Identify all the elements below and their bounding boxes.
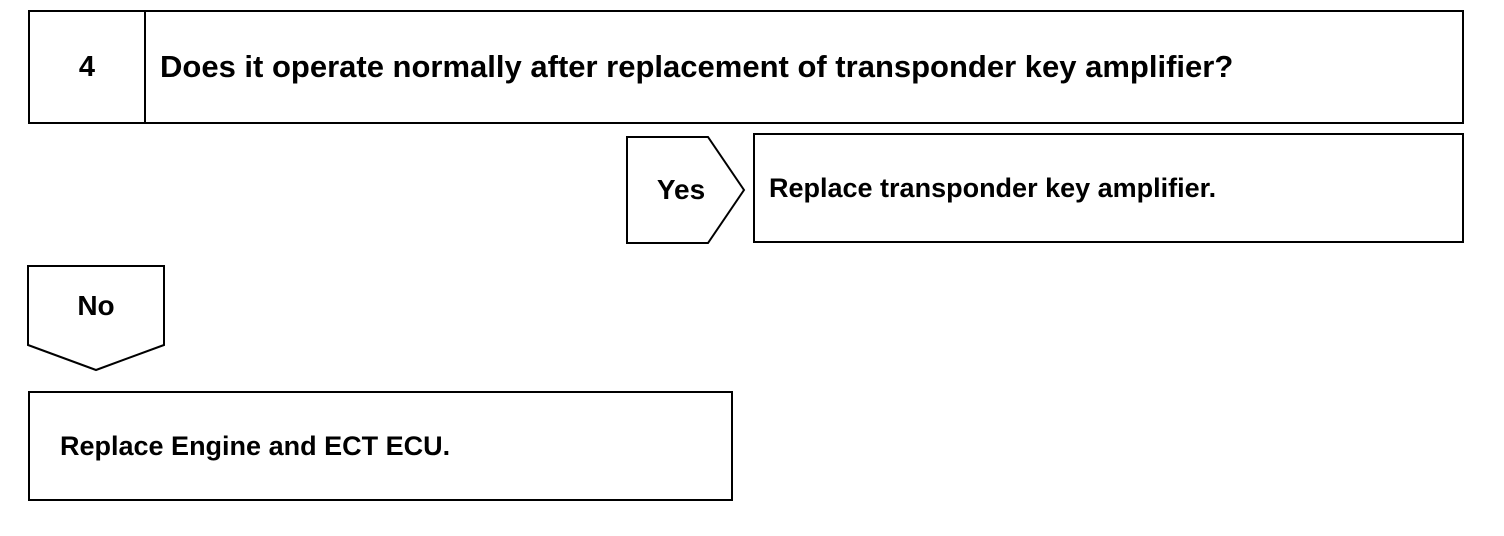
yes-label: Yes (656, 174, 706, 205)
step-number: 4 (30, 12, 146, 122)
yes-action-box: Replace transponder key amplifier. (753, 133, 1464, 243)
no-action-box: Replace Engine and ECT ECU. (28, 391, 733, 501)
no-label: No (77, 290, 115, 321)
yes-arrow-shape (626, 136, 746, 244)
step-question-text: Does it operate normally after replaceme… (160, 49, 1234, 84)
no-action-text: Replace Engine and ECT ECU. (60, 430, 451, 461)
step-question-box: 4 Does it operate normally after replace… (28, 10, 1464, 124)
yes-action-text: Replace transponder key amplifier. (769, 172, 1217, 203)
no-arrow-shape (27, 265, 165, 372)
